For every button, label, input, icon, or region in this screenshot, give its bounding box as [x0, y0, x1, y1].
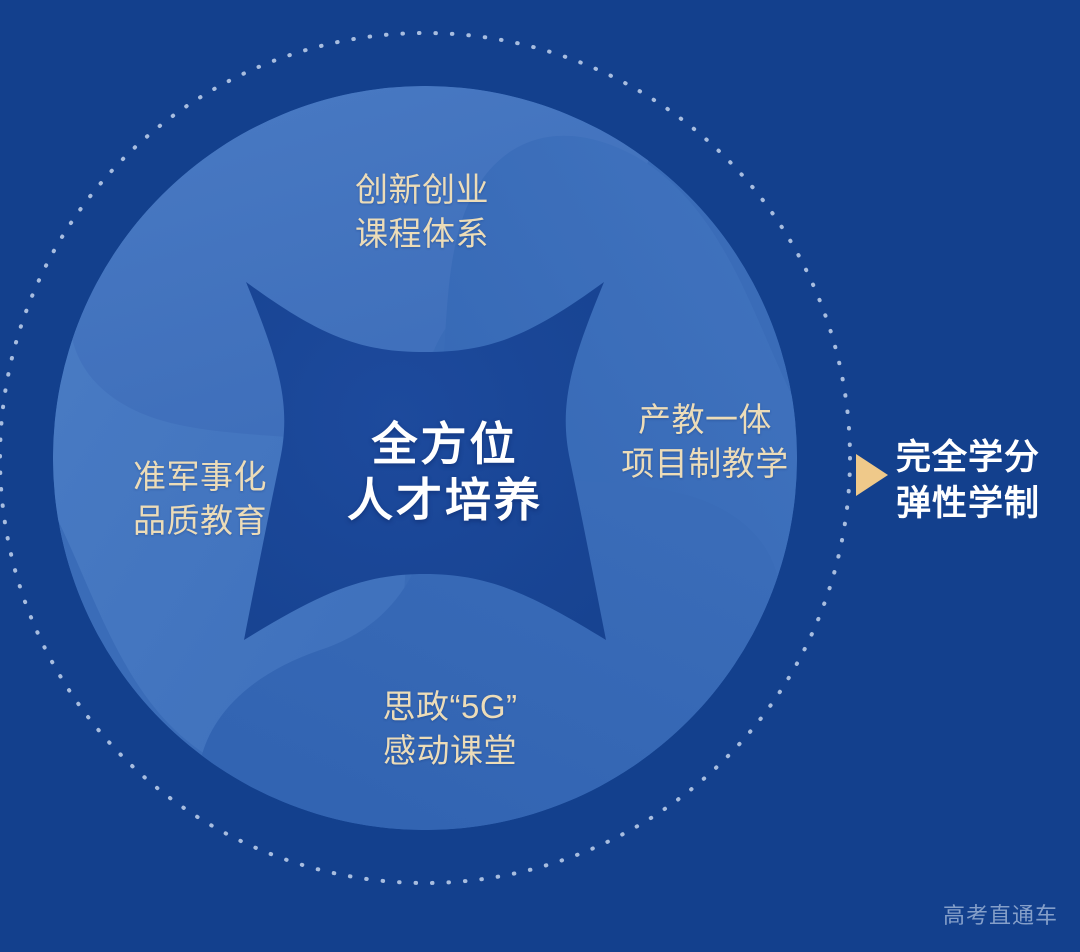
- arrow-right-icon: [856, 454, 888, 496]
- dotted-ring: [0, 31, 852, 885]
- petal-bottom: [197, 458, 781, 830]
- petal-top: [69, 86, 653, 458]
- pinwheel-group: [53, 86, 797, 830]
- watermark: 高考直通车: [942, 903, 1058, 928]
- core-star-final: [244, 282, 606, 640]
